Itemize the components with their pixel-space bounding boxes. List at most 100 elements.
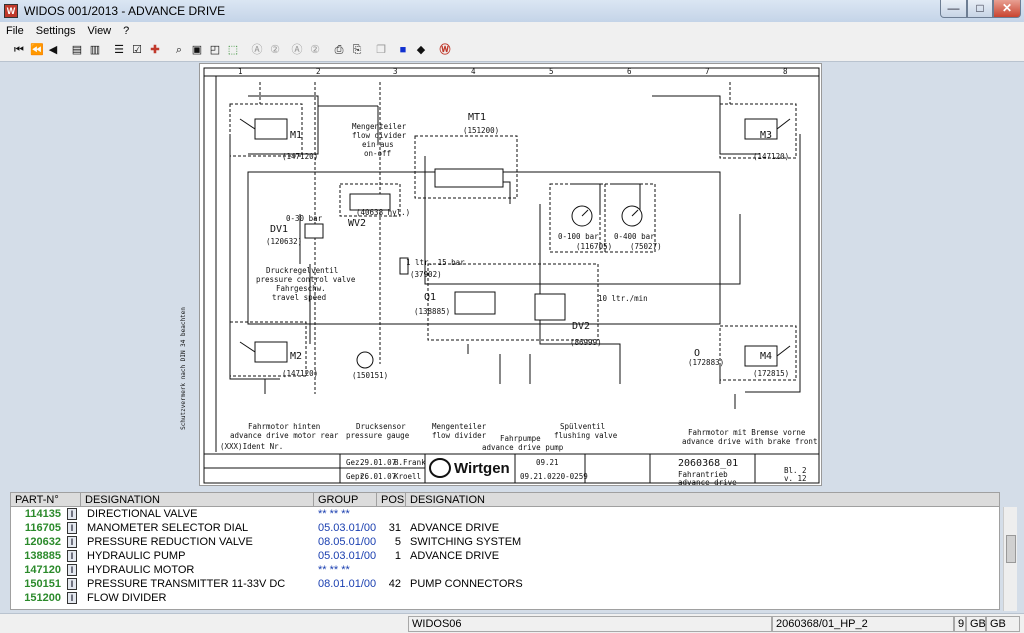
copy-icon[interactable]: ❐	[376, 44, 386, 56]
red-cross-icon[interactable]: ✚	[150, 44, 160, 56]
part-group[interactable]: 08.05.01/00	[318, 536, 377, 548]
parts-scrollbar[interactable]	[1003, 507, 1017, 611]
header-designation-2[interactable]: DESIGNATION	[410, 494, 485, 506]
text-pressure-sensor-en: pressure gauge	[346, 431, 410, 440]
eraser-icon[interactable]: ◆	[416, 44, 426, 56]
menu-help[interactable]: ?	[123, 24, 130, 37]
header-group[interactable]: GROUP	[314, 493, 377, 507]
close-button[interactable]: ✕	[993, 0, 1021, 18]
text-travel-de: Fahrgeschw.	[276, 284, 326, 293]
part-number[interactable]: 120632	[24, 536, 61, 548]
info-icon[interactable]: I	[67, 578, 77, 590]
maximize-button[interactable]: □	[967, 0, 993, 18]
zoom-icon[interactable]: ⌕	[175, 44, 183, 56]
table-row[interactable]: 151200 I FLOW DIVIDER	[11, 591, 1001, 605]
select-area-icon[interactable]: ⬚	[227, 44, 239, 56]
minimize-button[interactable]: —	[940, 0, 967, 18]
label-gauge2-id: (75027)	[630, 242, 662, 251]
status-language: GB	[966, 616, 986, 632]
label-dv2[interactable]: DV2	[572, 321, 591, 332]
part-group[interactable]: 05.03.01/00	[318, 550, 377, 562]
col-number: 2	[316, 67, 321, 76]
header-part-no[interactable]: PART-N°	[11, 493, 81, 507]
tb-checked-date: 26.01.07	[360, 472, 397, 481]
search-2-icon[interactable]: ②	[270, 44, 280, 56]
print-icon[interactable]: ⎙	[334, 44, 344, 56]
tb-sheet: Bl. 2	[784, 466, 807, 475]
part-pos: 31	[388, 522, 401, 534]
label-dv2-id: (86999)	[570, 338, 602, 347]
part-group[interactable]: ** ** **	[318, 508, 350, 520]
first-page-icon[interactable]: ⏮	[14, 44, 24, 56]
blue-square-icon[interactable]: ■	[399, 44, 407, 56]
part-pos	[379, 507, 401, 521]
part-group[interactable]: 05.03.01/00	[318, 522, 377, 534]
fit-view-icon[interactable]: ◰	[209, 44, 221, 56]
tb-serial: 09.21.0220-0259	[520, 472, 588, 481]
table-row[interactable]: 120632 I PRESSURE REDUCTION VALVE 08.05.…	[11, 535, 1001, 549]
header-pos[interactable]: POS	[377, 493, 406, 507]
search-3-icon[interactable]: ②	[310, 44, 320, 56]
tb-checked-by: Kroell	[394, 472, 422, 481]
part-number[interactable]: 150151	[24, 578, 61, 590]
search-b-icon[interactable]: Ⓐ	[291, 44, 303, 56]
search-a-icon[interactable]: Ⓐ	[251, 44, 263, 56]
info-icon[interactable]: I	[67, 550, 77, 562]
header-designation[interactable]: DESIGNATION	[81, 493, 314, 507]
label-m4-id: (172815)	[753, 369, 790, 378]
status-module: WIDOS06	[408, 616, 772, 632]
list-icon[interactable]: ☰	[114, 44, 124, 56]
part-number[interactable]: 147120	[24, 564, 61, 576]
book-back-icon[interactable]: ▤	[71, 44, 83, 56]
app-logo-icon[interactable]: Ⓦ	[439, 44, 451, 56]
menu-view[interactable]: View	[87, 24, 112, 37]
prev-icon[interactable]: ◀	[48, 44, 58, 56]
menu-settings[interactable]: Settings	[35, 24, 76, 37]
prev-fast-icon[interactable]: ⏪	[30, 44, 44, 56]
part-number[interactable]: 151200	[24, 592, 61, 604]
part-number[interactable]: 116705	[24, 522, 61, 534]
part-designation: MANOMETER SELECTOR DIAL	[87, 522, 249, 534]
part-number[interactable]: 138885	[24, 550, 61, 562]
label-m4[interactable]: M4	[760, 351, 773, 362]
drawing-viewer[interactable]: 1 2 3 4 5 6 7 8 M1 (147120) M3 (147120) …	[0, 62, 1024, 488]
group-designation: SWITCHING SYSTEM	[410, 536, 522, 548]
label-gauge1-id: (116705)	[576, 242, 613, 251]
part-group[interactable]: 08.01.01/00	[318, 578, 377, 590]
label-m3[interactable]: M3	[760, 130, 773, 141]
table-row[interactable]: 114135 I DIRECTIONAL VALVE ** ** **	[11, 507, 1001, 521]
print-preview-icon[interactable]: ⎘	[352, 44, 362, 56]
text-ein-aus: ein-aus	[362, 140, 394, 149]
info-icon[interactable]: I	[67, 592, 77, 604]
status-empty	[4, 616, 408, 632]
text-pump-en: advance drive pump	[482, 443, 564, 452]
text-flush-en: flushing valve	[554, 431, 618, 440]
part-group[interactable]: ** ** **	[318, 564, 350, 576]
part-number[interactable]: 114135	[24, 508, 61, 520]
page-view-icon[interactable]: ▣	[191, 44, 203, 56]
table-row[interactable]: 150151 I PRESSURE TRANSMITTER 11-33V DC …	[11, 577, 1001, 591]
checklist-icon[interactable]: ☑	[132, 44, 142, 56]
label-m2[interactable]: M2	[290, 351, 303, 362]
book-forward-icon[interactable]: ▥	[89, 44, 101, 56]
text-front-motor-en: advance drive with brake front	[682, 437, 818, 446]
info-icon[interactable]: I	[67, 522, 77, 534]
label-q1[interactable]: Q1	[424, 292, 437, 303]
info-icon[interactable]: I	[67, 536, 77, 548]
table-row[interactable]: 116705 I MANOMETER SELECTOR DIAL 05.03.0…	[11, 521, 1001, 535]
table-row[interactable]: 138885 I HYDRAULIC PUMP 05.03.01/00 1 AD…	[11, 549, 1001, 563]
hydraulic-schematic[interactable]: 1 2 3 4 5 6 7 8 M1 (147120) M3 (147120) …	[180, 63, 822, 487]
scrollbar-thumb[interactable]	[1006, 535, 1016, 563]
menu-file[interactable]: File	[6, 24, 24, 37]
label-mt1[interactable]: MT1	[468, 112, 487, 123]
text-flow-divider2-de: Mengenteiler	[432, 422, 487, 431]
label-wv2[interactable]: WV2	[348, 218, 367, 229]
info-icon[interactable]: I	[67, 564, 77, 576]
table-row[interactable]: 147120 I HYDRAULIC MOTOR ** ** **	[11, 563, 1001, 577]
text-pressure-sensor-de: Drucksensor	[356, 422, 406, 431]
part-pos	[379, 591, 401, 605]
info-icon[interactable]: I	[67, 508, 77, 520]
label-dv1[interactable]: DV1	[270, 224, 289, 235]
label-mt1-id: (151200)	[463, 126, 500, 135]
label-m1[interactable]: M1	[290, 130, 303, 141]
